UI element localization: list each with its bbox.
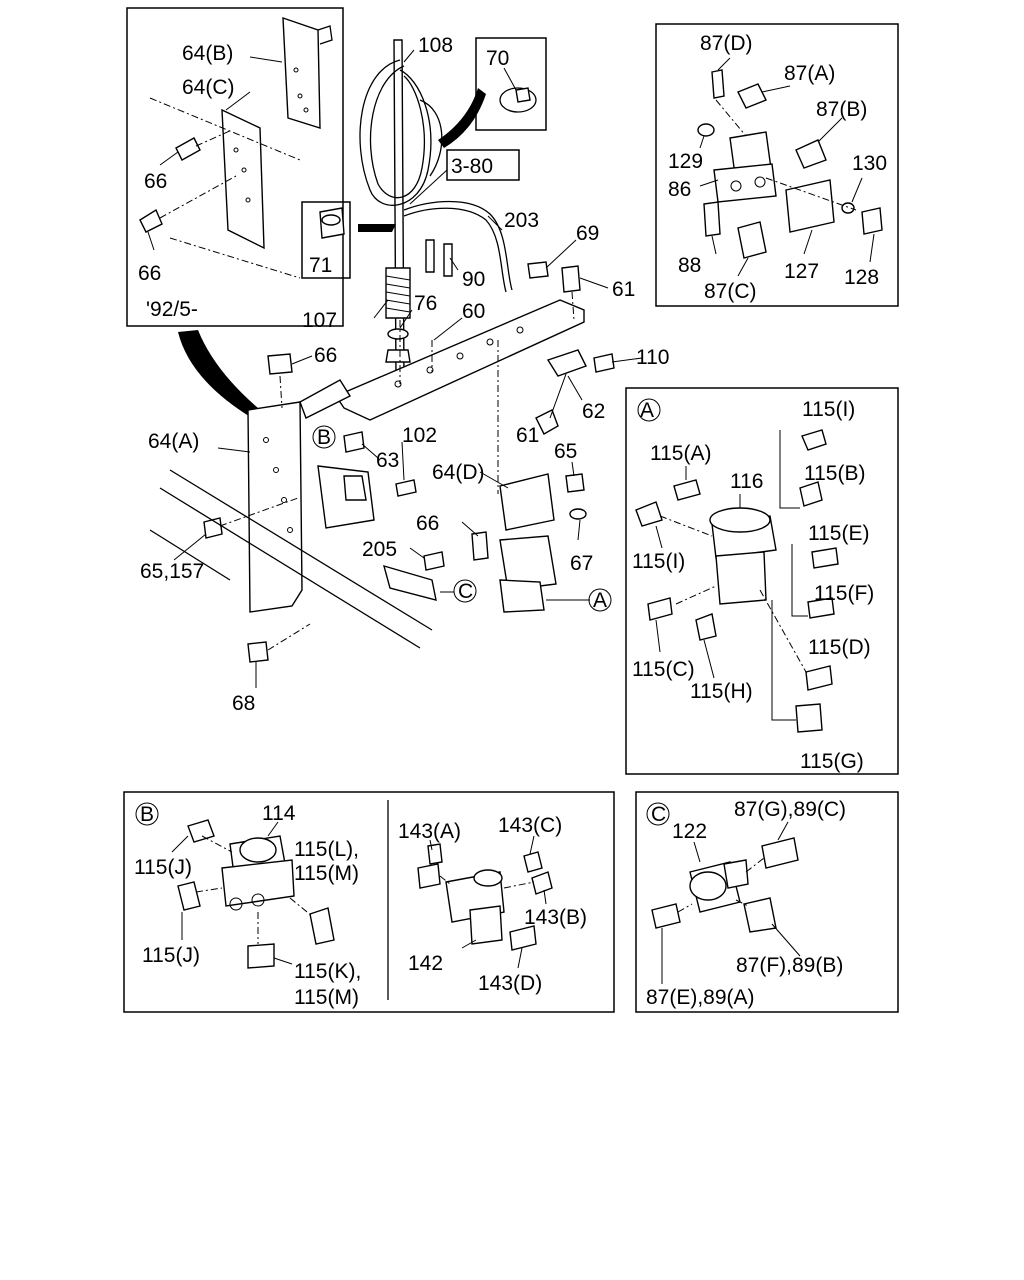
- label-142: 142: [408, 952, 443, 975]
- label-115k: 115(K),: [294, 960, 361, 983]
- label-129: 129: [668, 150, 703, 173]
- panel-c-marker: C: [651, 803, 666, 826]
- label-115f: 115(F): [814, 582, 874, 605]
- label-66-main: 66: [314, 344, 337, 367]
- label-86: 86: [668, 178, 691, 201]
- label-115j-top: 115(J): [134, 856, 192, 879]
- label-87a: 87(A): [784, 62, 835, 85]
- label-87g-89c: 87(G),89(C): [734, 798, 846, 821]
- label-127: 127: [784, 260, 819, 283]
- panel-c-valve-detail: [635, 791, 899, 1013]
- label-122: 122: [672, 820, 707, 843]
- label-115d: 115(D): [808, 636, 871, 659]
- label-115b: 115(B): [804, 462, 865, 485]
- main-assembly: [149, 39, 643, 688]
- inset-brackets-92-5: [126, 7, 344, 418]
- callout-b-marker: [312, 425, 336, 449]
- label-115e: 115(E): [808, 522, 869, 545]
- label-143a: 143(A): [398, 820, 461, 843]
- label-66-lower: 66: [138, 262, 161, 285]
- label-69: 69: [576, 222, 599, 245]
- label-128: 128: [844, 266, 879, 289]
- label-67: 67: [570, 552, 593, 575]
- label-87f-89b: 87(F),89(B): [736, 954, 843, 977]
- callout-c-marker: [453, 579, 477, 603]
- label-87c: 87(C): [704, 280, 757, 303]
- label-115i-top: 115(I): [802, 398, 855, 421]
- label-114: 114: [262, 802, 296, 825]
- label-65-157: 65,157: [140, 560, 204, 583]
- label-87e-89a: 87(E),89(A): [646, 986, 755, 1009]
- callout-b: B: [317, 426, 331, 449]
- panel-valve-86-exploded: [655, 23, 899, 307]
- callout-c: C: [458, 580, 473, 603]
- panel-a-marker: A: [640, 399, 654, 422]
- date-code: '92/5-: [146, 298, 198, 321]
- label-88: 88: [678, 254, 701, 277]
- panel-b-valve-detail: [123, 791, 615, 1013]
- label-87d: 87(D): [700, 32, 753, 55]
- label-203: 203: [504, 209, 539, 232]
- callout-a: A: [593, 589, 607, 612]
- label-68: 68: [232, 692, 255, 715]
- label-115g: 115(G): [800, 750, 864, 773]
- label-3-80: 3-80: [451, 155, 493, 178]
- label-115a: 115(A): [650, 442, 711, 465]
- panel-b-marker: B: [140, 803, 154, 826]
- label-64a: 64(A): [148, 430, 199, 453]
- callout-a-marker: [588, 588, 612, 612]
- label-64b: 64(B): [182, 42, 233, 65]
- label-115j-bottom: 115(J): [142, 944, 200, 967]
- label-130: 130: [852, 152, 887, 175]
- label-115l: 115(L),: [294, 838, 359, 861]
- label-65: 65: [554, 440, 577, 463]
- label-66-lower-main: 66: [416, 512, 439, 535]
- label-64d: 64(D): [432, 461, 485, 484]
- inset-part-70: [475, 37, 547, 131]
- part-labels: 64(B) 64(C) 66 66 '92/5- 70 71 3-80 108 …: [134, 32, 887, 1009]
- label-71: 71: [309, 254, 332, 277]
- label-87b: 87(B): [816, 98, 867, 121]
- label-115h: 115(H): [690, 680, 753, 703]
- label-108: 108: [418, 34, 453, 57]
- label-61-lower: 61: [516, 424, 539, 447]
- label-143d: 143(D): [478, 972, 542, 995]
- label-115c: 115(C): [632, 658, 695, 681]
- label-115m-top: 115(M): [294, 862, 359, 885]
- label-90: 90: [462, 268, 485, 291]
- panel-a-valve-detail: [625, 387, 899, 775]
- label-63: 63: [376, 449, 399, 472]
- label-61-upper: 61: [612, 278, 635, 301]
- inset-part-71: [301, 201, 351, 279]
- callout-markers: [312, 425, 612, 612]
- label-64c: 64(C): [182, 76, 235, 99]
- label-76: 76: [414, 292, 437, 315]
- label-143b: 143(B): [524, 906, 587, 929]
- label-70: 70: [486, 47, 509, 70]
- label-102: 102: [402, 424, 437, 447]
- label-115m-bottom: 115(M): [294, 986, 359, 1009]
- label-143c: 143(C): [498, 814, 562, 837]
- label-115i-lower: 115(I): [632, 550, 685, 573]
- label-62: 62: [582, 400, 605, 423]
- label-107: 107: [302, 309, 337, 332]
- label-116: 116: [730, 470, 763, 493]
- label-66-upper: 66: [144, 170, 167, 193]
- label-205: 205: [362, 538, 397, 561]
- label-110: 110: [636, 346, 669, 369]
- label-60: 60: [462, 300, 485, 323]
- reference-box-3-80: [409, 149, 520, 205]
